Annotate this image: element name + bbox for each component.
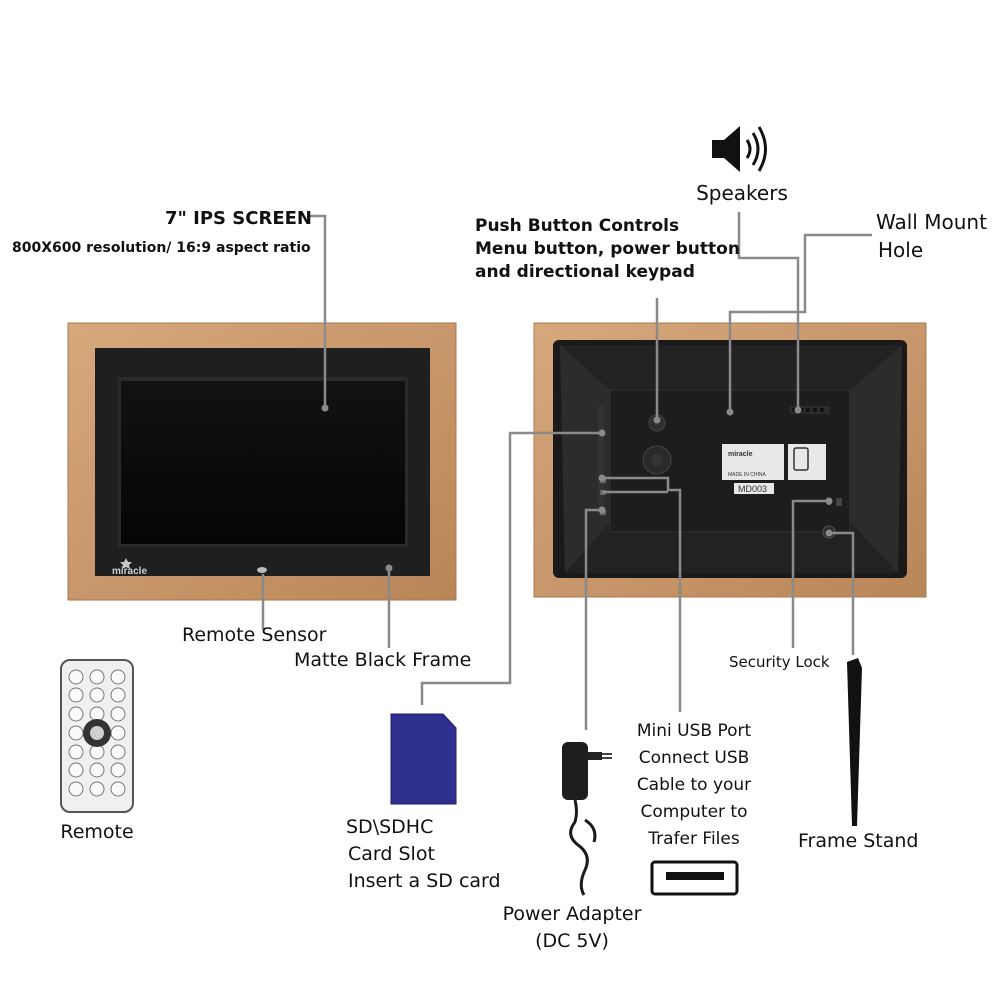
usb-line4: Computer to <box>640 802 748 822</box>
remote-control-icon <box>60 659 134 813</box>
security-lock-label: Security Lock <box>729 653 830 671</box>
sd-card-line2: Card Slot <box>348 843 435 865</box>
sd-card-line3: Insert a SD card <box>348 870 501 892</box>
remote-button-mute <box>68 669 84 685</box>
remote-button-next <box>110 762 126 778</box>
remote-button-power <box>110 669 126 685</box>
sd-card-line1: SD\SDHC <box>346 816 434 838</box>
usb-line3: Cable to your <box>636 775 752 795</box>
sticker-brand: miracle <box>728 451 753 458</box>
push-buttons-line2: Menu button, power button <box>475 239 740 259</box>
remote-label: Remote <box>60 821 134 843</box>
front-frame: miracle <box>67 322 457 601</box>
remote-button-left <box>68 725 84 741</box>
remote-button-photo <box>89 669 105 685</box>
power-adapter-icon <box>562 742 612 896</box>
remote-button-down <box>89 744 105 760</box>
remote-button-rotate <box>110 744 126 760</box>
speakers-label: Speakers <box>696 181 788 205</box>
model-text: MD003 <box>738 484 767 494</box>
remote-button-mode <box>110 687 126 703</box>
remote-button-play <box>68 706 84 722</box>
leader-lines <box>261 212 872 730</box>
screen-title: 7" IPS SCREEN <box>165 208 312 229</box>
frame-stand-label: Frame Stand <box>798 830 919 852</box>
wall-mount-line1: Wall Mount <box>876 210 987 234</box>
brand-logo: miracle <box>112 558 147 577</box>
remote-button-vol- <box>68 762 84 778</box>
screen-spec: 800X600 resolution/ 16:9 aspect ratio <box>12 240 311 256</box>
remote-button-zoom <box>68 744 84 760</box>
sticker-made-in: MADE IN CHINA <box>728 472 766 478</box>
push-buttons-line3: and directional keypad <box>475 262 695 282</box>
remote-button-right <box>110 725 126 741</box>
remote-sensor-label: Remote Sensor <box>182 624 327 646</box>
remote-button-exit <box>110 706 126 722</box>
remote-button-photo <box>68 687 84 703</box>
usb-port-icon <box>650 860 739 896</box>
remote-button-prev <box>89 762 105 778</box>
remote-sensor <box>257 567 267 573</box>
usb-line5: Trafer Files <box>648 829 740 849</box>
remote-button-up <box>89 706 105 722</box>
usb-line1: Mini USB Port <box>636 721 752 741</box>
power-adapter-line1: Power Adapter <box>502 903 642 925</box>
remote-button-ff <box>110 781 126 797</box>
leader-dots <box>321 404 833 572</box>
matte-frame-label: Matte Black Frame <box>294 649 472 671</box>
sd-card-icon <box>390 713 457 805</box>
wall-mount-line2: Hole <box>878 238 924 262</box>
remote-button-vol+ <box>68 781 84 797</box>
frame-stand-icon <box>847 658 862 826</box>
screen <box>121 381 405 544</box>
usb-line2: Connect USB <box>638 748 750 768</box>
speaker-icon <box>712 126 767 172</box>
brand-text: miracle <box>112 566 147 577</box>
push-buttons-line1: Push Button Controls <box>475 216 680 236</box>
remote-button-music <box>89 687 105 703</box>
model-sticker <box>734 483 774 494</box>
product-sticker <box>722 444 784 480</box>
power-adapter-line2: (DC 5V) <box>535 930 609 952</box>
remote-button-rew <box>89 781 105 797</box>
